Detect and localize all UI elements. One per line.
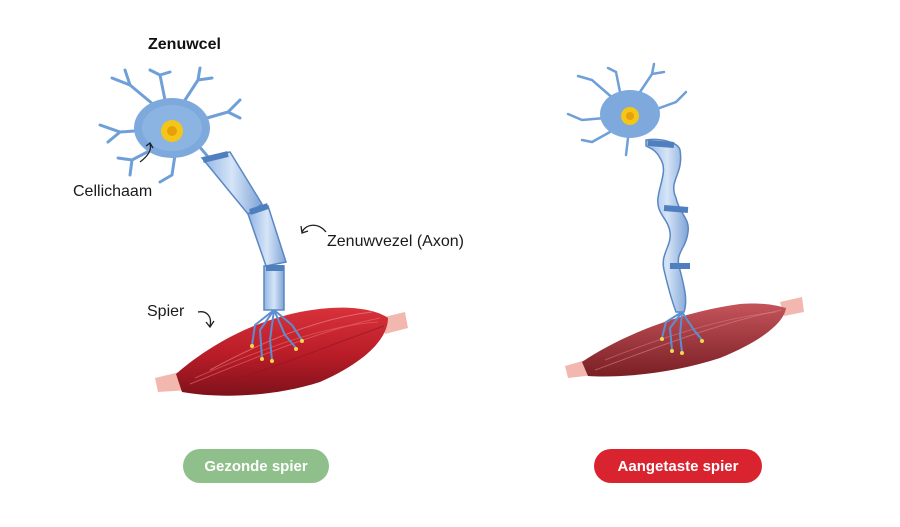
cell-body-label: Cellichaam xyxy=(73,183,153,200)
healthy-neuron xyxy=(98,66,304,363)
muscle-label: Spier xyxy=(147,303,185,320)
healthy-muscle-badge: Gezonde spier xyxy=(183,449,329,483)
axon-label: Zenuwvezel (Axon) xyxy=(327,233,464,250)
callout-arrows xyxy=(139,142,327,329)
affected-muscle xyxy=(565,297,804,378)
affected-muscle-badge: Aangetaste spier xyxy=(594,449,762,483)
healthy-muscle xyxy=(155,307,408,396)
affected-neuron xyxy=(566,62,704,355)
diagram-title: Zenuwcel xyxy=(148,36,221,53)
